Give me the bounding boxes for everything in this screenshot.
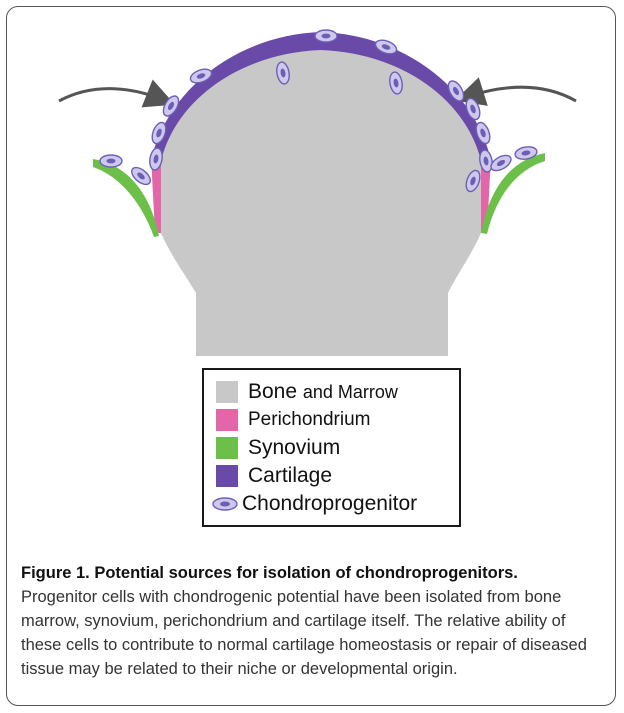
legend: Bone and Marrow Perichondrium Synovium C… [202,368,461,527]
right-arrow [469,87,576,101]
chondroprogenitor-icon [210,493,240,515]
bone-diagram [7,7,616,367]
left-arrow [59,89,161,101]
legend-label-chondroprogenitor: Chondroprogenitor [242,492,417,516]
synovium-left [93,159,159,237]
legend-label-bone: Bone [248,380,297,403]
legend-item-bone: Bone and Marrow [216,380,398,404]
legend-item-cartilage: Cartilage [216,464,332,488]
caption-body: Progenitor cells with chondrogenic poten… [21,588,587,678]
legend-label-cartilage: Cartilage [248,464,332,488]
bone-swatch [216,381,238,403]
legend-item-perichondrium: Perichondrium [216,408,371,432]
synovium-swatch [216,437,238,459]
figure-caption: Figure 1. Potential sources for isolatio… [21,561,606,681]
legend-item-synovium: Synovium [216,436,340,460]
legend-label-perichondrium: Perichondrium [248,409,371,431]
bone-marrow-shape [161,46,483,356]
legend-label-bone-suffix: and Marrow [303,382,398,402]
caption-title: Figure 1. Potential sources for isolatio… [21,561,606,585]
perichondrium-swatch [216,409,238,431]
legend-item-chondroprogenitor: Chondroprogenitor [210,492,417,516]
figure-panel: Bone and Marrow Perichondrium Synovium C… [6,6,616,706]
cartilage-swatch [216,465,238,487]
legend-label-synovium: Synovium [248,436,340,460]
